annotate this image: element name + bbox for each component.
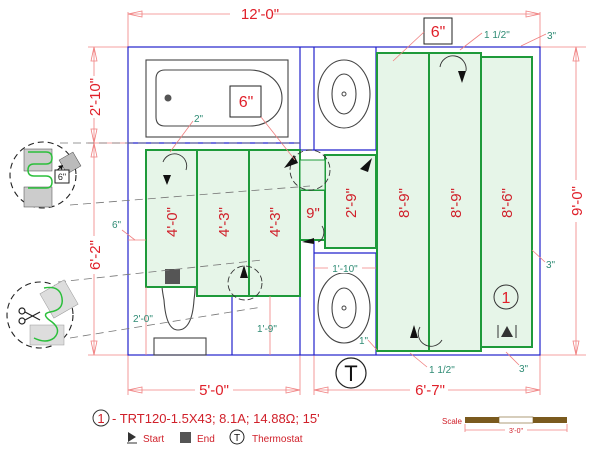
tub-drain-icon bbox=[164, 94, 172, 102]
overall-width-label: 12'-0" bbox=[241, 6, 279, 23]
mat-length-label: 4'-0" bbox=[164, 207, 181, 237]
sink-drain-icon bbox=[341, 305, 347, 311]
dimension-bottom-right: 6'-7" bbox=[313, 355, 541, 399]
legend-start-label: Start bbox=[143, 434, 164, 445]
scale-bar: Scale 3'-0" bbox=[442, 416, 568, 435]
scale-label: Scale bbox=[442, 417, 463, 426]
dimension-left-top: 2'-10" bbox=[87, 46, 128, 144]
dimension-overall-width: 12'-0" bbox=[127, 6, 541, 48]
note-1-5in-bottom: 1 1/2" bbox=[429, 365, 455, 376]
mat-length-label: 4'-3" bbox=[267, 207, 284, 237]
detail-inset-turn: 6" bbox=[9, 141, 82, 209]
dimension-overall-height: 9'-0" bbox=[540, 46, 586, 356]
mat-length-label: 8'-9" bbox=[396, 188, 413, 218]
sink-top bbox=[317, 59, 371, 129]
mat-length-label: 9" bbox=[306, 205, 320, 222]
start-marker-icon bbox=[497, 325, 517, 338]
overall-height-label: 9'-0" bbox=[569, 186, 586, 216]
sink-bottom bbox=[317, 272, 371, 344]
detail-inset-cut bbox=[6, 279, 79, 349]
note-sink-1-10: 1'-10" bbox=[332, 264, 358, 275]
svg-text:T: T bbox=[234, 433, 240, 444]
mat-length-label: 8'-9" bbox=[448, 188, 465, 218]
turn-detail-label: 6" bbox=[58, 172, 66, 182]
bathtub bbox=[145, 59, 289, 138]
legend-start-icon bbox=[127, 432, 137, 444]
note-3in-bottom: 3" bbox=[519, 364, 529, 375]
dimension-left-bottom: 6'-2" bbox=[87, 142, 128, 356]
bottom-left-dimension-label: 5'-0" bbox=[199, 382, 229, 399]
svg-text:6": 6" bbox=[431, 24, 446, 41]
legend-thermostat-icon bbox=[229, 429, 245, 445]
thermostat-symbol: T bbox=[344, 361, 357, 386]
thermostat-icon[interactable] bbox=[335, 357, 367, 389]
svg-text:6": 6" bbox=[239, 94, 254, 111]
note-2in: 2" bbox=[194, 114, 204, 125]
note-toilet-2-0: 2'-0" bbox=[133, 314, 153, 325]
scissors-icon bbox=[18, 307, 41, 325]
note-3in-top: 3" bbox=[547, 31, 557, 42]
note-6in-left: 6" bbox=[112, 220, 122, 231]
bottom-right-dimension-label: 6'-7" bbox=[415, 382, 445, 399]
callout-tub-6in: 6" bbox=[229, 85, 296, 161]
sink-drain-icon bbox=[341, 91, 347, 97]
heating-mat-7[interactable] bbox=[428, 52, 482, 352]
heating-mat-2[interactable] bbox=[196, 149, 250, 297]
legend-circuit-spec: - TRT120-1.5X43; 8.1A; 14.88Ω; 15' bbox=[112, 411, 320, 426]
heating-mat-8[interactable] bbox=[480, 56, 533, 348]
circuit-marker-number: 1 bbox=[502, 290, 511, 307]
note-1-5in-top: 1 1/2" bbox=[484, 30, 510, 41]
mat-length-label: 2'-9" bbox=[343, 188, 360, 218]
note-1in: 1" bbox=[359, 336, 369, 347]
circuit-marker[interactable] bbox=[493, 284, 519, 310]
dimension-bottom-left: 5'-0" bbox=[127, 355, 301, 399]
note-1-9: 1'-9" bbox=[257, 324, 277, 335]
legend-end-label: End bbox=[197, 434, 215, 445]
left-top-dimension-label: 2'-10" bbox=[87, 78, 104, 116]
callout-top-6in: 6" bbox=[392, 17, 453, 62]
heating-mat-6[interactable] bbox=[376, 52, 430, 352]
left-bottom-dimension-label: 6'-2" bbox=[87, 240, 104, 270]
mat-length-label: 8'-6" bbox=[499, 188, 516, 218]
mat-length-label: 4'-3" bbox=[216, 207, 233, 237]
arrow-up-icon bbox=[240, 265, 248, 278]
heating-mat-1[interactable] bbox=[145, 149, 198, 288]
turn-arrows bbox=[162, 55, 467, 347]
legend-circuit-number: 1 bbox=[97, 411, 104, 426]
legend-end-icon bbox=[180, 432, 191, 443]
note-3in-right: 3" bbox=[546, 260, 556, 271]
heating-mats bbox=[145, 52, 533, 352]
legend-thermostat-label: Thermostat bbox=[252, 434, 303, 445]
end-marker-icon bbox=[165, 269, 180, 284]
scale-length: 3'-0" bbox=[509, 428, 523, 435]
legend: 1 - TRT120-1.5X43; 8.1A; 14.88Ω; 15' Sta… bbox=[92, 409, 320, 445]
